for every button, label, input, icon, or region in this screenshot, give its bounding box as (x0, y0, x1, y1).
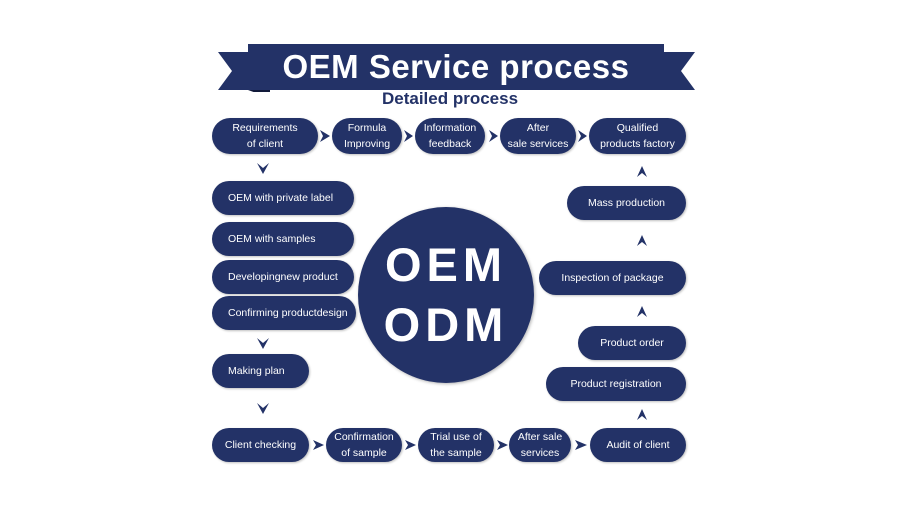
arrow-left-icon (404, 130, 413, 142)
arrow-left-icon (320, 130, 330, 142)
arrow-up-icon (637, 235, 647, 246)
step-product-registration: Product registration (546, 367, 686, 401)
page-subtitle: Detailed process (381, 89, 519, 108)
step-requirements-of-client: Requirements of client (212, 118, 318, 154)
step-information-feedback: Information feedback (415, 118, 485, 154)
arrow-left-icon (489, 130, 498, 142)
arrow-right-icon (405, 440, 416, 450)
step-audit-of-client: Audit of client (590, 428, 686, 462)
step-after-sale-services-top: After sale services (500, 118, 576, 154)
arrow-right-icon (497, 440, 508, 450)
arrow-up-icon (637, 166, 647, 177)
step-qualified-products-factory: Qualified products factory (589, 118, 686, 154)
step-making-plan: Making plan (212, 354, 309, 388)
step-trial-use-of-sample: Trial use of the sample (418, 428, 494, 462)
step-confirmation-of-sample: Confirmation of sample (326, 428, 402, 462)
step-mass-production: Mass production (567, 186, 686, 220)
arrow-right-icon (575, 440, 587, 450)
step-formula-improving: Formula Improving (332, 118, 402, 154)
arrow-left-icon (578, 130, 587, 142)
step-confirming-product-design: Confirming productdesign (212, 296, 356, 330)
step-developing-new-product: Developingnew product (212, 260, 354, 294)
circle-text-oem: OEM (384, 238, 508, 291)
page-title: OEM Service process (248, 44, 664, 90)
step-oem-with-samples: OEM with samples (212, 222, 354, 256)
arrow-down-icon (257, 163, 269, 174)
arrow-right-icon (313, 440, 324, 450)
step-product-order: Product order (578, 326, 686, 360)
step-inspection-of-package: Inspection of package (539, 261, 686, 295)
arrow-down-icon (257, 403, 269, 414)
oem-odm-circle: OEM ODM (358, 207, 534, 383)
circle-text-odm: ODM (383, 298, 509, 351)
step-after-sale-services-bottom: After sale services (509, 428, 571, 462)
step-oem-private-label: OEM with private label (212, 181, 354, 215)
step-client-checking: Client checking (212, 428, 309, 462)
arrow-down-icon (257, 338, 269, 349)
arrow-up-icon (637, 409, 647, 420)
arrow-up-icon (637, 306, 647, 317)
